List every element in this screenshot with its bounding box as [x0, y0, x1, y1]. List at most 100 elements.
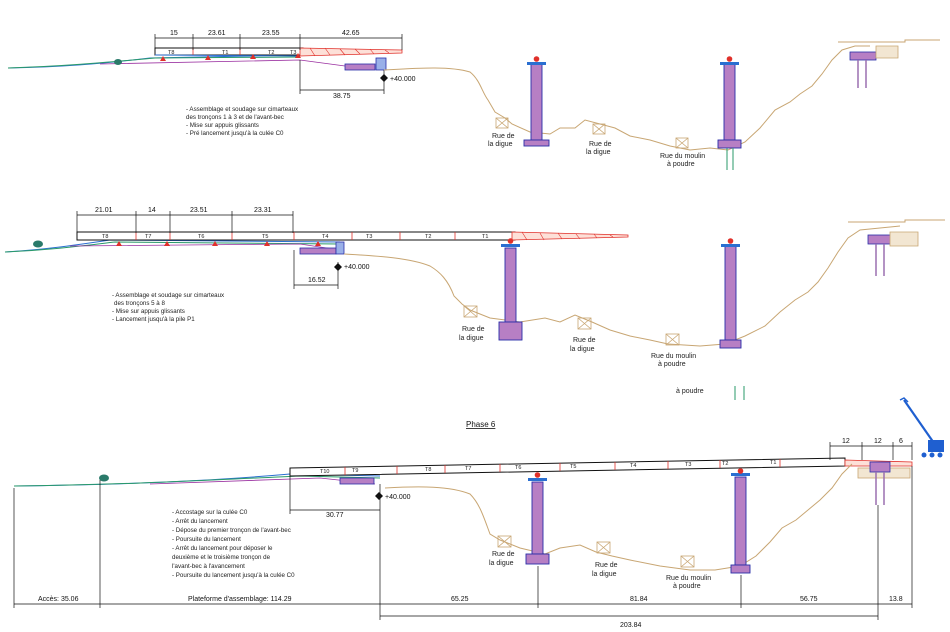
- stray-label: à poudre: [676, 388, 704, 395]
- phase-note: - Assemblage et soudage sur cimarteaux: [186, 106, 299, 113]
- abutment-c0: [339, 477, 375, 485]
- segment-label: T2: [722, 461, 728, 467]
- road-label: à poudre: [667, 161, 695, 168]
- ground-profile: [343, 225, 901, 347]
- phase-1-panel: T8 T1 T2 T3 15 23.61 23.55 42.65 38.75 +…: [7, 30, 940, 170]
- elevation-marker: [375, 492, 383, 500]
- segment-label: T7: [145, 234, 151, 240]
- segment-label: T4: [322, 234, 328, 240]
- road-label: à poudre: [658, 361, 686, 368]
- phase-2-panel: T8 T7 T6 T5 T4 T3 T2 T1 21.01 14 23.51 2…: [4, 207, 945, 400]
- pier-p2: [717, 56, 742, 170]
- embankment-line: [4, 239, 341, 253]
- road-label: la digue: [459, 335, 484, 342]
- slide-support: [116, 241, 321, 246]
- phase-note: - Poursuite du lancement: [172, 536, 241, 543]
- phase-note: des tronçons 1 à 3 et de l'avant-bec: [186, 114, 284, 121]
- dimension-value: 23.31: [254, 207, 272, 214]
- embankment-line: [7, 56, 301, 69]
- road-label: Rue du moulin: [666, 575, 711, 582]
- abutment-c0: [375, 57, 387, 71]
- dimension-value: 15: [170, 30, 178, 37]
- road-label: la digue: [586, 149, 611, 156]
- elevation-marker: [334, 263, 342, 271]
- launch-equipment: [99, 474, 109, 482]
- phase-note: - Mise sur appuis glissants: [112, 308, 185, 315]
- road-label: Rue de: [595, 562, 618, 569]
- road-marker: [497, 535, 695, 568]
- segment-label: T7: [465, 466, 471, 472]
- dimension-value: 12: [842, 438, 850, 445]
- phase-note: - Assemblage et soudage sur cimarteaux: [112, 292, 225, 299]
- dimension-value: 42.65: [342, 30, 360, 37]
- segment-label: T3: [685, 462, 691, 468]
- elevation-label: +40.000: [385, 494, 411, 501]
- bottom-dimension-chain: [13, 466, 913, 620]
- phase-note: - Lancement jusqu'à la pile P1: [112, 316, 195, 323]
- embankment-line: [99, 59, 346, 67]
- offset-dimension-value: 30.77: [326, 512, 344, 519]
- segment-label: T8: [168, 50, 174, 56]
- elevation-label: +40.000: [344, 264, 370, 271]
- segment-label: T6: [198, 234, 204, 240]
- offset-dimension-value: 38.75: [333, 93, 351, 100]
- bottom-dimension-value: 13.8: [889, 596, 903, 603]
- ground-profile: [383, 45, 870, 151]
- phase-6-panel: Phase 6 T10 T9 T8 T7 T6 T5 T4 T3 T2 T1 1…: [13, 397, 944, 629]
- bottom-dimension-value: 56.75: [800, 596, 818, 603]
- phase-title: Phase 6: [466, 420, 496, 429]
- elevation-marker: [380, 74, 388, 82]
- road-label: Rue de: [589, 141, 612, 148]
- abutment-c0: [344, 63, 376, 71]
- dimension-chain: [154, 34, 403, 50]
- abutment-c0: [335, 241, 345, 255]
- segment-label: T10: [320, 469, 329, 475]
- road-label: la digue: [592, 571, 617, 578]
- launch-equipment: [114, 59, 122, 65]
- segment-label: T2: [425, 234, 431, 240]
- road-label: Rue de: [573, 337, 596, 344]
- pier-p1: [523, 56, 550, 147]
- bottom-dimension-value: 81.84: [630, 596, 648, 603]
- road-label: Rue de: [462, 326, 485, 333]
- pier-p2: [719, 238, 745, 400]
- bottom-dimension-value: Plateforme d'assemblage: 114.29: [188, 596, 292, 603]
- road-label: la digue: [488, 141, 513, 148]
- dimension-chain: [829, 442, 913, 460]
- segment-joints: [135, 232, 456, 240]
- segment-label: T1: [222, 50, 228, 56]
- offset-dimension-value: 16.52: [308, 277, 326, 284]
- deck-underside: [154, 54, 301, 57]
- dimension-value: 23.61: [208, 30, 226, 37]
- dimension-value: 6: [899, 438, 903, 445]
- launching-nose: [511, 231, 629, 241]
- embankment-line: [69, 243, 341, 251]
- abutment-c1: [857, 461, 911, 505]
- phase-note: - Mise sur appuis glissants: [186, 122, 259, 129]
- phase-note: - Pré lancement jusqu'à la culée C0: [186, 130, 284, 137]
- road-marker: [463, 305, 680, 346]
- road-marker: [495, 117, 689, 149]
- phase-note: - Accostage sur la culée C0: [172, 509, 248, 516]
- embankment-line: [4, 241, 341, 253]
- phase-note: - Arrêt du lancement: [172, 518, 228, 525]
- phase-note: deuxième et le troisième tronçon de: [172, 554, 271, 561]
- launching-nose-truss: [309, 47, 390, 57]
- phase-note: des tronçons 5 à 8: [114, 300, 165, 307]
- phase-note: - Dépose du premier tronçon de l'avant-b…: [172, 527, 291, 534]
- embankment-line: [13, 475, 381, 487]
- pier-p2: [730, 468, 751, 574]
- dimension-value: 23.55: [262, 30, 280, 37]
- dimension-chain: [76, 211, 294, 233]
- abutment-c1: [848, 219, 945, 276]
- dimension-value: 23.51: [190, 207, 208, 214]
- segment-label: T1: [770, 460, 776, 466]
- segment-label: T5: [262, 234, 268, 240]
- abutment-c0: [299, 247, 337, 255]
- road-label: Rue de: [492, 551, 515, 558]
- launching-nose-truss: [521, 231, 614, 241]
- abutment-c1: [838, 39, 940, 88]
- deck: [76, 231, 516, 241]
- road-label: Rue du moulin: [660, 153, 705, 160]
- pier-p1: [525, 472, 550, 565]
